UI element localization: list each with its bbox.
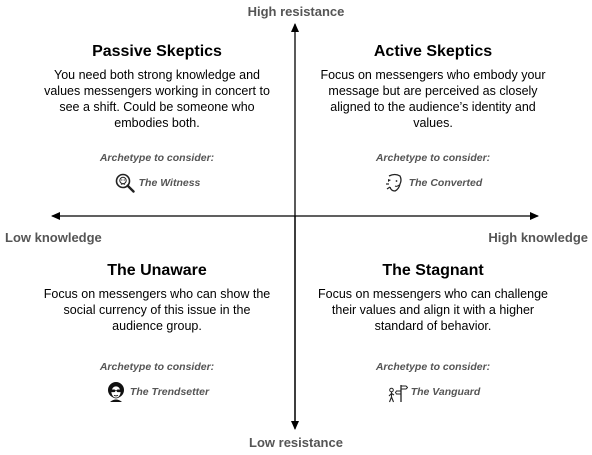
sunglasses-face-icon [107, 382, 124, 402]
archetype-name: The Vanguard [410, 386, 481, 398]
axis-label-low-knowledge: Low knowledge [5, 230, 102, 245]
axis-label-low-resistance: Low resistance [249, 435, 343, 450]
magnifier-face-icon [115, 173, 135, 193]
quadrant-description: You need both strong knowledge and value… [44, 68, 270, 130]
quadrant-description: Focus on messengers who embody your mess… [320, 68, 546, 130]
signpost-person-icon [388, 385, 408, 403]
quadrant-title: The Stagnant [382, 262, 484, 279]
archetype-label: Archetype to consider: [99, 361, 215, 373]
quadrant-title: The Unaware [107, 262, 207, 279]
quadrant-the-unaware: The Unaware Focus on messengers who can … [37, 262, 277, 403]
converted-face-icon [385, 173, 402, 192]
quadrant-title: Passive Skeptics [92, 43, 222, 60]
archetype: The Witness [37, 172, 277, 194]
archetype-name: The Converted [408, 177, 483, 189]
quadrant-description: Focus on messengers who can show the soc… [43, 287, 271, 333]
axis-label-high-resistance: High resistance [247, 4, 345, 19]
archetype-label: Archetype to consider: [99, 152, 215, 164]
archetype-label: Archetype to consider: [375, 361, 491, 373]
archetype: The Vanguard [313, 381, 553, 403]
quadrant-active-skeptics: Active Skeptics Focus on messengers who … [313, 43, 553, 194]
archetype-name: The Witness [138, 177, 201, 189]
archetype: The Converted [313, 172, 553, 194]
archetype-label: Archetype to consider: [375, 152, 491, 164]
quadrant-the-stagnant: The Stagnant Focus on messengers who can… [313, 262, 553, 403]
quadrant-description: Focus on messengers who can challenge th… [318, 287, 548, 333]
archetype-name: The Trendsetter [129, 386, 210, 398]
quadrant-passive-skeptics: Passive Skeptics You need both strong kn… [37, 43, 277, 194]
archetype: The Trendsetter [37, 381, 277, 403]
axis-label-high-knowledge: High knowledge [488, 230, 588, 245]
quadrant-title: Active Skeptics [373, 43, 493, 60]
